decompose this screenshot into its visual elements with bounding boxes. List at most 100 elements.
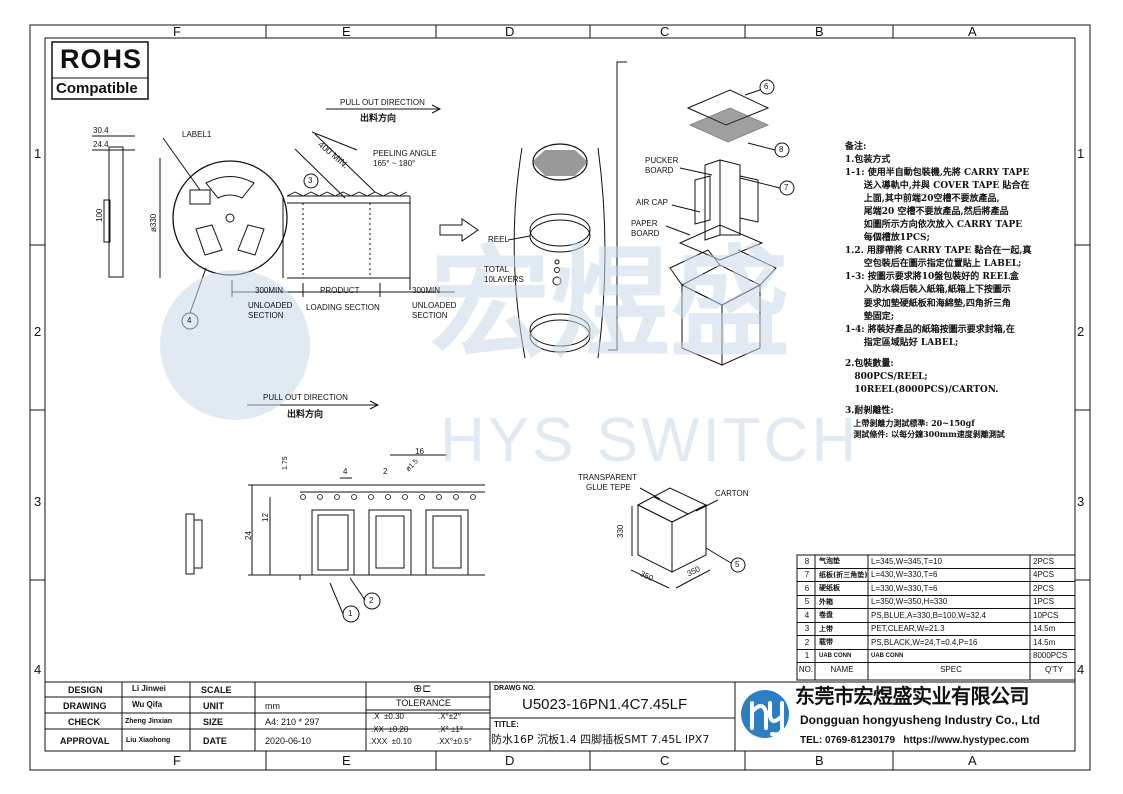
zone-row-4-right: 4 [1077, 662, 1085, 677]
label1: LABEL1 [182, 130, 212, 139]
bom-qty: 14.5m [1033, 624, 1056, 633]
bom-spec: L=345,W=345,T=10 [871, 556, 942, 566]
left-unloaded-2: SECTION [248, 311, 284, 320]
note-line: 1.包装方式 [845, 155, 891, 165]
bom-spec: PS,BLUE,A=330,B=100,W=32.4 [871, 610, 986, 620]
drawing-no-label: DRAWG NO. [494, 685, 536, 692]
zone-row-2-right: 2 [1077, 324, 1085, 339]
tol-3b: .XX°±0.5° [437, 737, 472, 746]
scale-label: SCALE [201, 685, 232, 695]
zone-col-d-bottom: D [505, 753, 515, 768]
note-line: 空包裝后在圖示指定位置貼上 LABEL; [845, 259, 1022, 270]
zone-col-b-bottom: B [815, 753, 824, 768]
zone-row-4-left: 4 [34, 662, 42, 677]
right-unloaded-2: SECTION [412, 311, 448, 320]
zone-row-1-right: 1 [1077, 146, 1085, 161]
note-line: 每個槽放1PCS; [845, 233, 930, 244]
notes-block: 1.包装方式 1-1: 使用半自動包裝機,先將 CARRY TAPE 送入導軌中… [845, 154, 1032, 441]
check-label: CHECK [68, 717, 101, 727]
peel-angle-label: PEELING ANGLE [373, 149, 437, 158]
bom-qty: 8000PCS [1033, 651, 1068, 660]
zone-row-1-left: 1 [34, 146, 42, 161]
carton-label: CARTON [715, 489, 749, 498]
note-line: 10REEL(8000PCS)/CARTON. [845, 384, 999, 395]
bom-table: 8 气泡垫 L=345,W=345,T=10 2PCS 7 纸板(折三角垫) L… [797, 555, 1075, 676]
bom-name: 气泡垫 [819, 557, 840, 565]
watermark-cn: 宏煜盛 [430, 235, 790, 374]
zone-col-e-top: E [342, 24, 351, 39]
projection-icon: ⊕⊏ [413, 683, 432, 695]
rohs-title: ROHS [60, 44, 143, 74]
bom-name: 硬纸板 [819, 584, 840, 592]
zone-row-2-left: 2 [34, 324, 42, 339]
glue-2: GLUE TEPE [586, 483, 631, 492]
bom-no: 1 [804, 651, 810, 660]
approval-value: Liu Xiaohong [126, 737, 171, 744]
loading-section: LOADING SECTION [306, 303, 380, 312]
dim-100: 100 [95, 208, 104, 222]
company-tel: TEL: 0769-81230179 https://www.hystypec.… [800, 735, 1030, 746]
pull-out-top-cn: 出料方向 [360, 114, 397, 124]
table-row: 3 上带 PET,CLEAR,W=21.3 14.5m [797, 623, 1075, 636]
bom-spec: L=350,W=350,H=330 [871, 597, 948, 606]
dim-24-4: 24.4 [93, 140, 109, 149]
bom-no: 5 [804, 597, 810, 606]
tol-3a: .XXX ±0.10 [369, 737, 412, 746]
bom-no: 2 [804, 637, 810, 647]
note-line: 如圖所示方向依次放入 CARRY TAPE [845, 220, 1023, 231]
note-line: 2.包裝數量: [845, 358, 894, 369]
design-label: DESIGN [68, 685, 103, 695]
paper-1: PAPER [631, 219, 658, 228]
note-line: 測試條件: 以每分鐘300mm速度剝離測試 [845, 429, 1005, 440]
bom-no: 7 [804, 570, 810, 579]
bom-spec: L=330,W=330,T=6 [871, 583, 938, 593]
right-300min: 300MIN [412, 286, 441, 295]
note-line: 要求加墊硬紙板和海綿墊,四角折三角 [845, 298, 1011, 309]
note-line: 3.耐剝離性: [845, 405, 894, 416]
design-value: Li Jinwei [132, 684, 166, 693]
bom-qty: 14.5m [1033, 637, 1056, 647]
bom-spec: PS,BLACK,W=24,T=0.4,P=16 [871, 637, 978, 647]
table-row: 4 卷盘 PS,BLUE,A=330,B=100,W=32.4 10PCS [797, 609, 1075, 623]
drawing-label: DRAWING [63, 701, 107, 711]
balloon-5: 5 [735, 560, 740, 569]
pucker-1: PUCKER [645, 156, 679, 165]
company-cn: 东莞市宏煜盛实业有限公司 [795, 684, 1030, 708]
tol-1b: .X°±2° [438, 712, 461, 721]
note-line: 上面,其中前端20空槽不要放產品, [845, 194, 1000, 205]
note-line: 上帶剝離力測試標準: 20~150gf [845, 417, 975, 428]
tol-2b: .X° ±1° [438, 725, 464, 734]
bom-qty: 4PCS [1033, 570, 1054, 579]
zone-col-e-bottom: E [342, 753, 351, 768]
paper-2: BOARD [631, 229, 660, 238]
balloon-2: 2 [369, 596, 374, 605]
table-row: 2 载带 PS,BLACK,W=24,T=0.4,P=16 14.5m [797, 636, 1075, 650]
pull-out-top-en: PULL OUT DIRECTION [340, 98, 425, 107]
bom-no: 6 [804, 583, 810, 593]
outer-frame [29, 24, 1091, 771]
glue-1: TRANSPARENT [578, 473, 637, 482]
dim-330: ø330 [149, 213, 158, 232]
note-line: 1-4: 將裝好產品的紙箱按圖示要求封箱,在 [845, 324, 1015, 335]
zone-row-3-right: 3 [1077, 494, 1085, 509]
layers-label: 10LAYERS [484, 275, 524, 284]
left-unloaded-1: UNLOADED [248, 301, 293, 310]
title-label: TITLE: [494, 720, 519, 729]
note-line: 800PCS/REEL; [845, 371, 928, 382]
zone-col-f-bottom: F [173, 753, 181, 768]
table-row: 8 气泡垫 L=345,W=345,T=10 2PCS [797, 555, 1075, 569]
peel-angle-value: 165° ~ 180° [373, 159, 416, 168]
table-row: 6 硬纸板 L=330,W=330,T=6 2PCS [797, 582, 1075, 596]
bom-spec: UAB CONN [871, 652, 904, 659]
zone-row-3-left: 3 [34, 494, 42, 509]
table-row: 7 纸板(折三角垫) L=430,W=330,T=6 4PCS [797, 569, 1075, 582]
note-line: 尾端20 空槽不要放產品,然后將產品 [845, 207, 1009, 218]
size-value: A4: 210 * 297 [265, 717, 320, 727]
title-value: 防水16P 沉板1.4 四脚插板SMT 7.45L IPX7 [491, 733, 710, 746]
balloon-7: 7 [784, 183, 789, 192]
dim-30-4: 30.4 [93, 126, 109, 135]
zone-col-d-top: D [505, 24, 515, 39]
bom-no: 4 [804, 610, 810, 620]
carton-height: 330 [616, 524, 625, 538]
